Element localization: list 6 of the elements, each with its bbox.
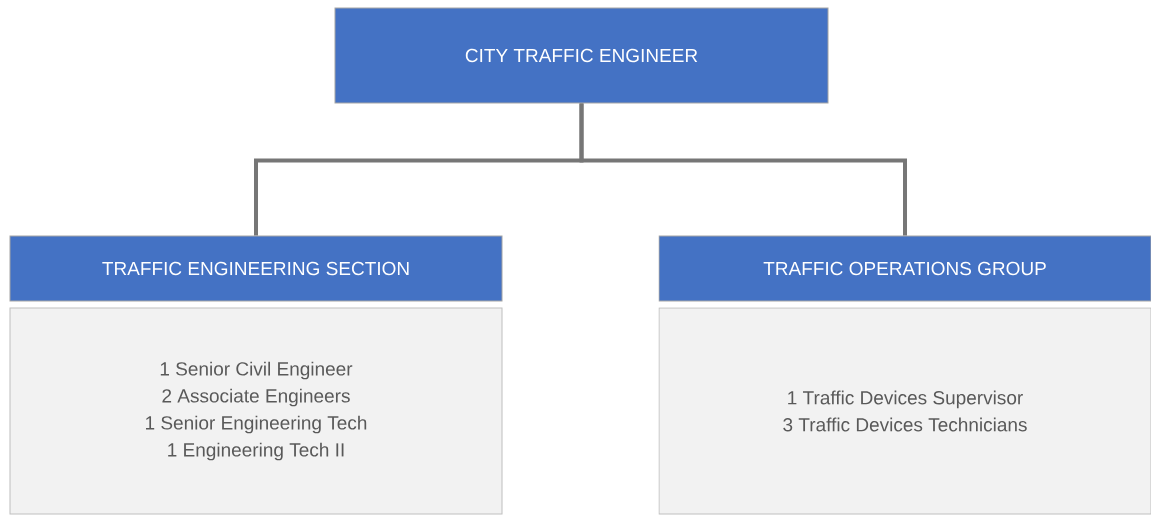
- staff-list-box: 1 Traffic Devices Supervisor 3 Traffic Devices Technicians: [658, 307, 1151, 515]
- title-box: CITY TRAFFIC ENGINEER: [334, 7, 829, 104]
- title-box: TRAFFIC ENGINEERING SECTION: [9, 235, 503, 302]
- title-box: TRAFFIC OPERATIONS GROUP: [658, 235, 1151, 302]
- staff-list-box: 1 Senior Civil Engineer 2 Associate Engineers 1 Senior Engineering Tech 1 Engineering Tech II: [9, 307, 503, 515]
- connector-line: [579, 103, 907, 236]
